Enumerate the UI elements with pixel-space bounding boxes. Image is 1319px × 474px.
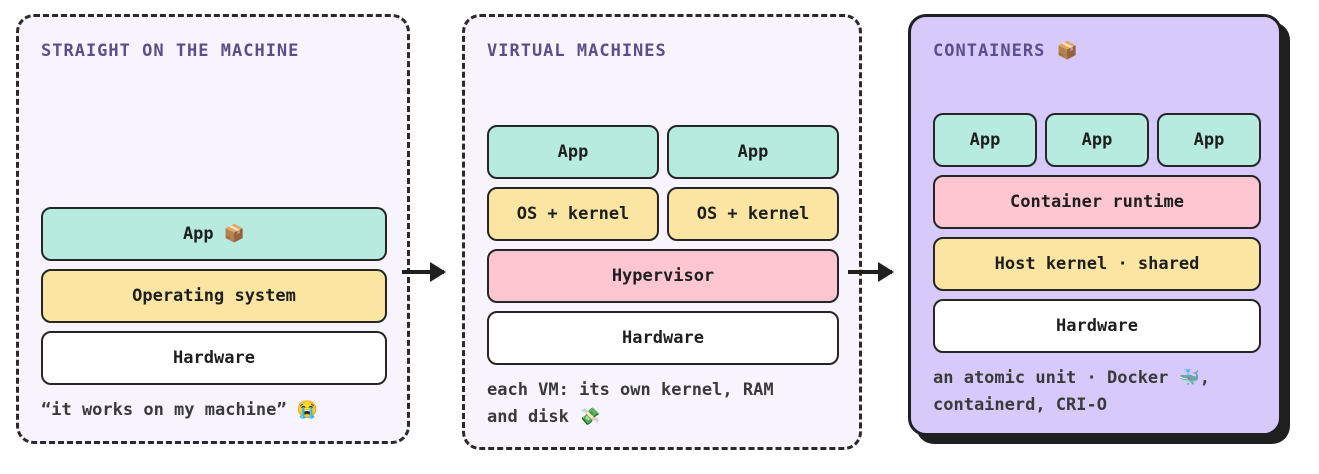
- layer-app-left: App: [487, 125, 659, 179]
- panel-caption: “it works on my machine” 😭: [41, 400, 319, 420]
- arrow-right-icon: [402, 262, 446, 282]
- panel-title: VIRTUAL MACHINES: [487, 41, 667, 61]
- panel-title: STRAIGHT ON THE MACHINE: [41, 41, 300, 61]
- layer-operating-system: Operating system: [41, 269, 387, 323]
- layer-os-kernel-left: OS + kernel: [487, 187, 659, 241]
- layer-hardware: Hardware: [933, 299, 1261, 353]
- layer-app-1: App: [933, 113, 1037, 167]
- layer-app: App 📦: [41, 207, 387, 261]
- layer-app-3: App: [1157, 113, 1261, 167]
- layer-hardware: Hardware: [41, 331, 387, 385]
- panel-virtual-machines: VIRTUAL MACHINES App App OS + kernel OS …: [462, 14, 862, 450]
- panel-caption: an atomic unit · Docker 🐳, containerd, C…: [933, 368, 1211, 415]
- panel-straight-on-machine: STRAIGHT ON THE MACHINE App 📦 Operating …: [16, 14, 410, 444]
- layer-host-kernel: Host kernel · shared: [933, 237, 1261, 291]
- arrow-right-icon: [848, 262, 894, 282]
- layer-hypervisor: Hypervisor: [487, 249, 839, 303]
- layer-app-right: App: [667, 125, 839, 179]
- panel-title: CONTAINERS 📦: [933, 41, 1079, 61]
- layer-app-2: App: [1045, 113, 1149, 167]
- layer-hardware: Hardware: [487, 311, 839, 365]
- layer-os-kernel-right: OS + kernel: [667, 187, 839, 241]
- panel-containers: CONTAINERS 📦 App App App Container runti…: [908, 14, 1282, 436]
- layer-container-runtime: Container runtime: [933, 175, 1261, 229]
- panel-caption: each VM: its own kernel, RAM and disk 💸: [487, 380, 774, 427]
